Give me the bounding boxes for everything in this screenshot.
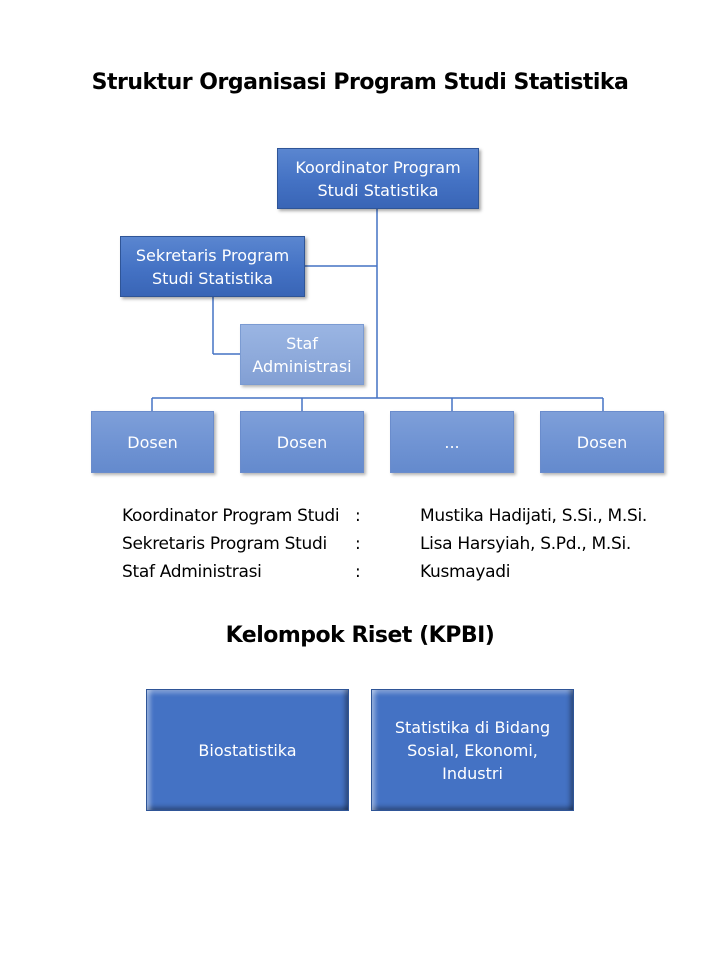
secretary-box: Sekretaris Program Studi Statistika [120, 236, 305, 297]
research-group-title: Kelompok Riset (KPBI) [225, 623, 495, 648]
official-name-3: Kusmayadi [420, 562, 511, 582]
coordinator-box: Koordinator Program Studi Statistika [277, 148, 479, 209]
official-name-2: Lisa Harsyiah, S.Pd., M.Si. [420, 534, 632, 554]
official-sep-2: : [355, 534, 361, 554]
official-role-2: Sekretaris Program Studi [122, 534, 327, 554]
page-title: Struktur Organisasi Program Studi Statis… [91, 70, 629, 95]
lecturer-box-4: Dosen [540, 411, 664, 473]
lecturer-box-2: Dosen [240, 411, 364, 473]
official-sep-3: : [355, 562, 361, 582]
research-group-biostatistics: Biostatistika [146, 689, 349, 811]
research-group-social-economic-industry: Statistika di Bidang Sosial, Ekonomi, In… [371, 689, 574, 811]
admin-staff-box: Staf Administrasi [240, 324, 364, 385]
lecturer-box-3: ... [390, 411, 514, 473]
official-role-1: Koordinator Program Studi [122, 506, 340, 526]
lecturer-box-1: Dosen [91, 411, 214, 473]
official-name-1: Mustika Hadijati, S.Si., M.Si. [420, 506, 648, 526]
official-sep-1: : [355, 506, 361, 526]
official-role-3: Staf Administrasi [122, 562, 262, 582]
